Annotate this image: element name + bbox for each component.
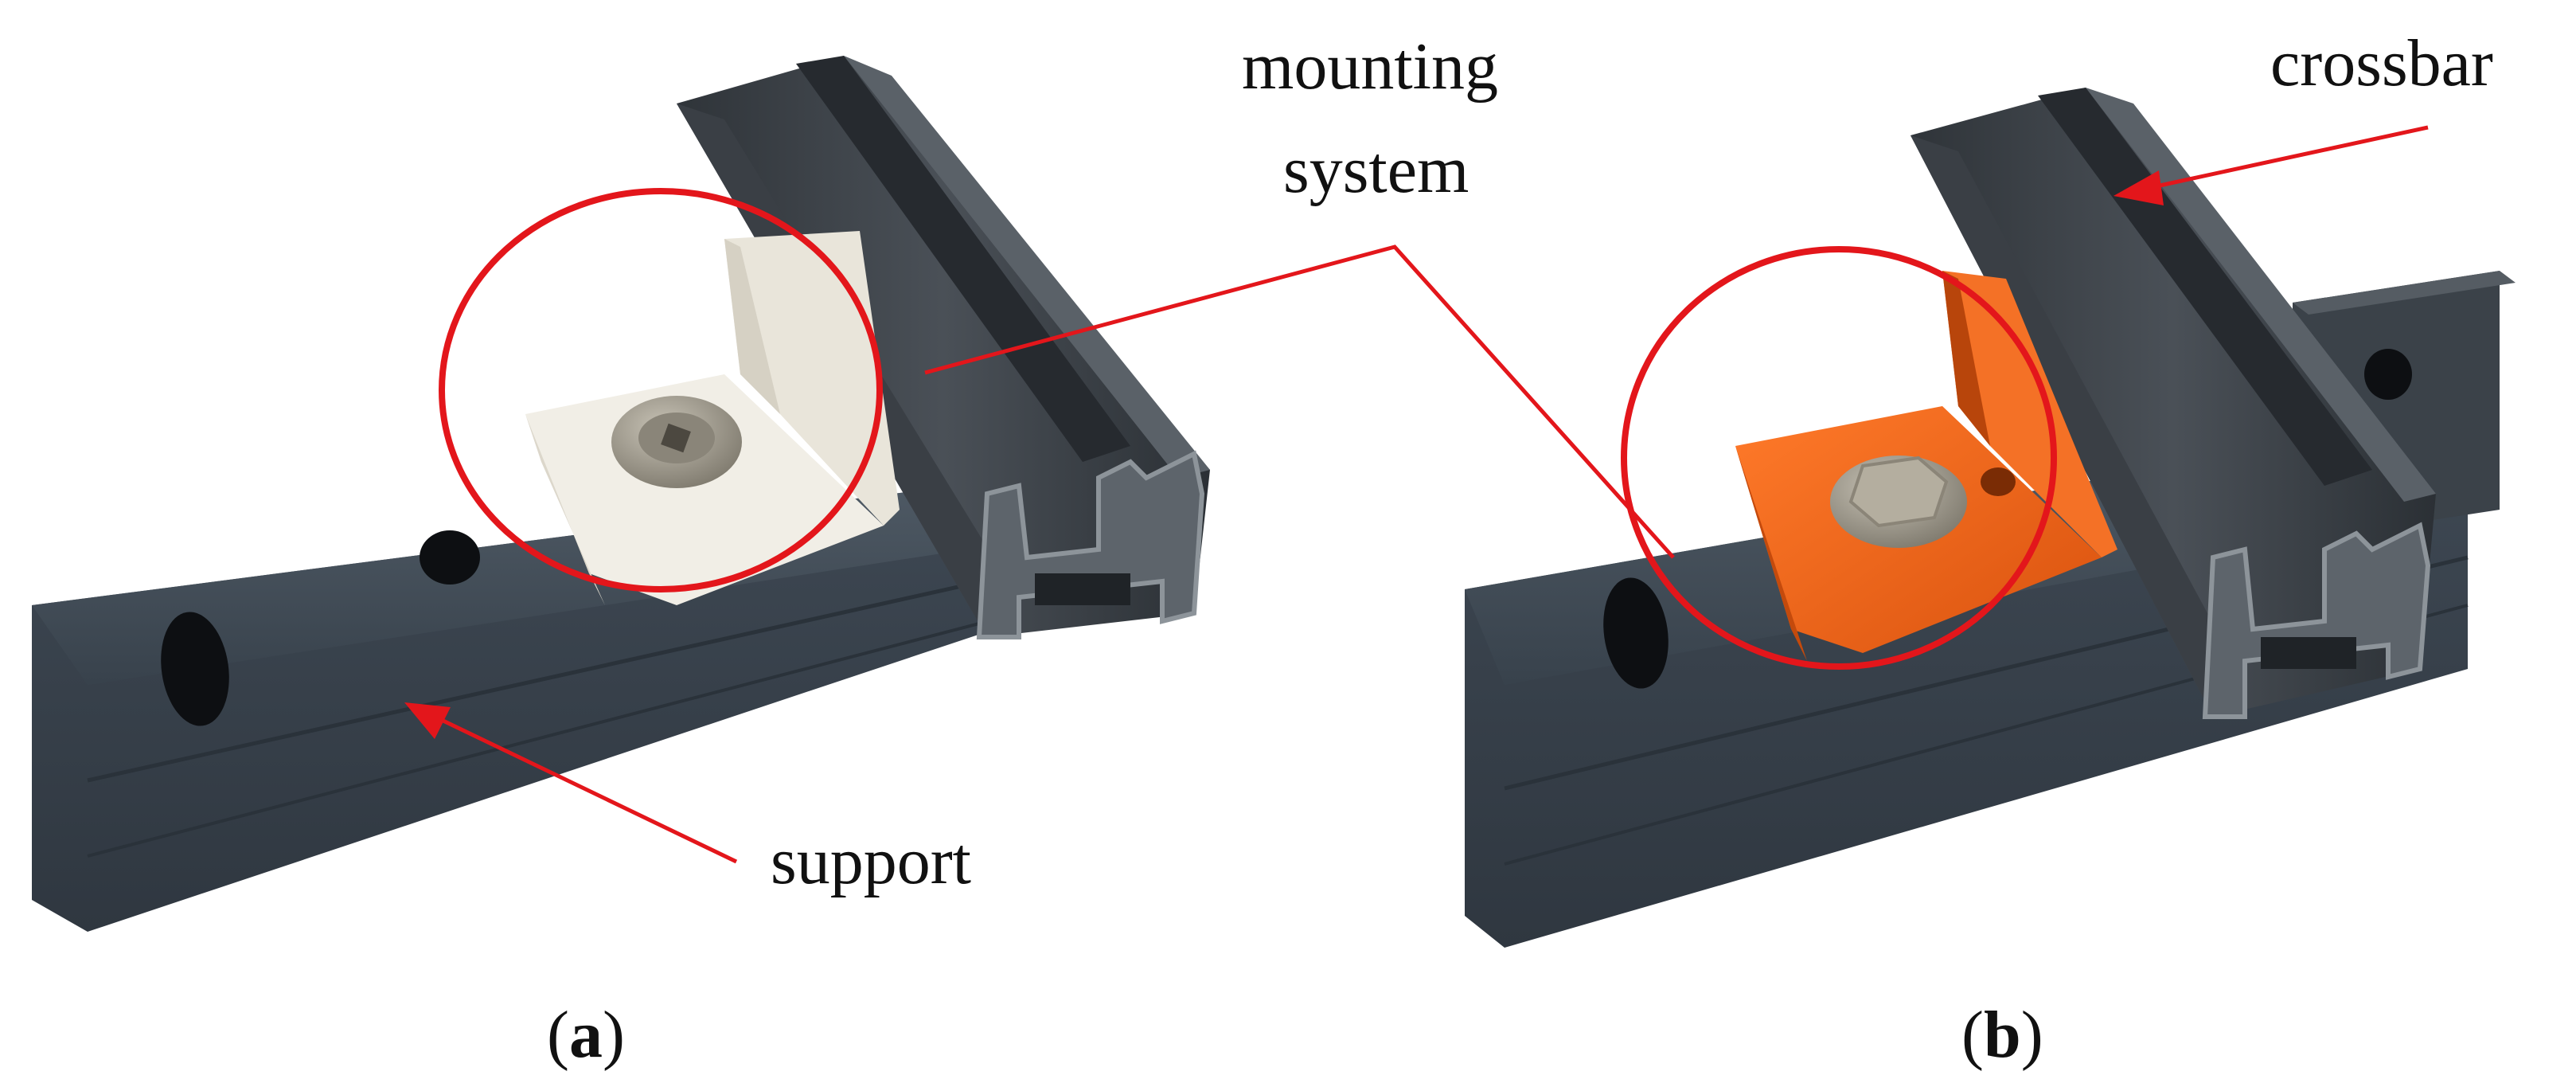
- highlight-circle-a: [439, 188, 883, 592]
- panel-b-photo: [1465, 88, 2516, 948]
- annotation-leaders: [404, 125, 2429, 864]
- mounting-system-label-line1: mounting: [1242, 29, 1499, 104]
- support-arrow-head: [404, 702, 451, 739]
- support-arrow-shaft: [428, 712, 738, 864]
- mounting-leader-line: [924, 244, 1675, 559]
- caption-b: (b): [1961, 1002, 2043, 1069]
- crossbar-label: crossbar: [2270, 26, 2493, 100]
- bolt-b: [1830, 456, 1967, 548]
- caption-a: (a): [547, 1002, 625, 1069]
- caption-b-open: (: [1961, 998, 1984, 1072]
- panel-a-photo: [32, 56, 1210, 932]
- highlight-circle-b: [1621, 246, 2057, 670]
- support-label: support: [771, 824, 971, 898]
- crossbar-arrow-head: [2113, 170, 2164, 205]
- mounting-system-label-line2: system: [1283, 133, 1469, 207]
- bolt-a: [611, 396, 742, 488]
- caption-b-close: ): [2020, 998, 2043, 1072]
- caption-b-letter: b: [1983, 998, 2021, 1072]
- crossbar-arrow-shaft: [2141, 125, 2429, 192]
- caption-a-close: ): [602, 998, 625, 1072]
- caption-a-letter: a: [568, 998, 603, 1072]
- caption-a-open: (: [547, 998, 569, 1072]
